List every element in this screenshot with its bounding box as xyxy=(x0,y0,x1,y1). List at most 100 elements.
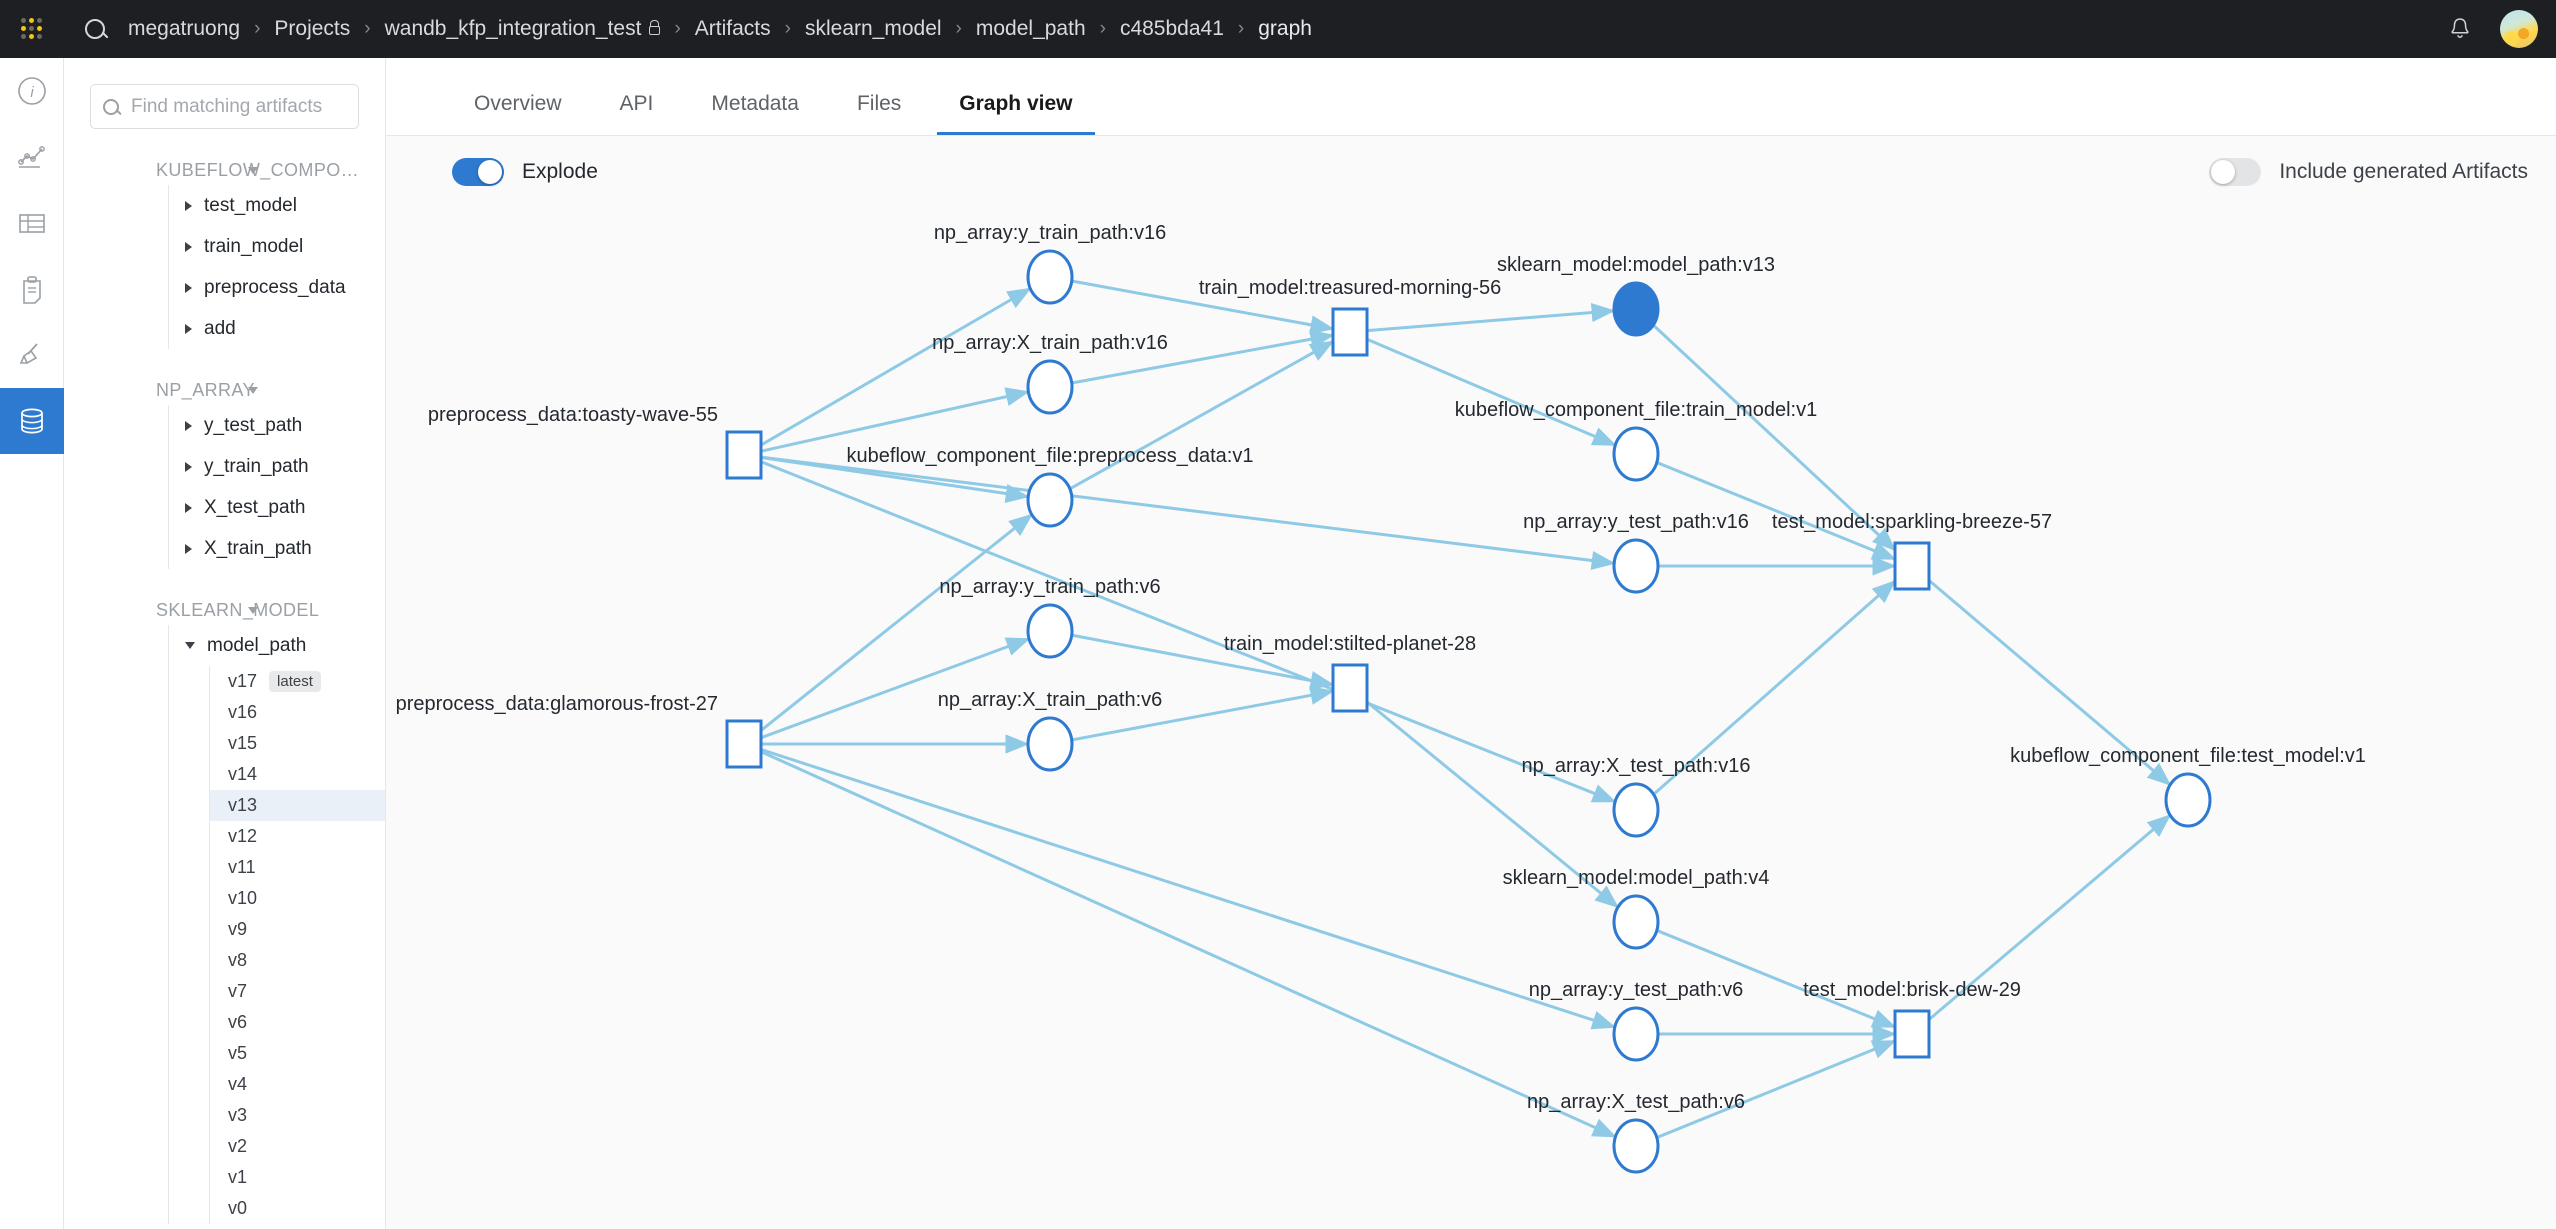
artifact-node-shape[interactable] xyxy=(1026,249,1074,305)
version-item-v0[interactable]: v0 xyxy=(210,1193,385,1224)
artifact-node-shape[interactable] xyxy=(1612,894,1660,950)
artifact-search[interactable] xyxy=(90,84,359,129)
run-node-shape[interactable] xyxy=(725,430,763,480)
version-item-v16[interactable]: v16 xyxy=(210,697,385,728)
artifact-group-header[interactable]: NP_ARRAY xyxy=(156,375,385,405)
rail-table-icon[interactable] xyxy=(0,190,64,256)
version-item-v3[interactable]: v3 xyxy=(210,1100,385,1131)
graph-node[interactable]: np_array:y_train_path:v6 xyxy=(939,576,1161,659)
run-node-shape[interactable] xyxy=(1331,307,1369,357)
search-input[interactable] xyxy=(131,95,346,118)
graph-node[interactable]: train_model:stilted-planet-28 xyxy=(1224,633,1476,713)
tree-item-label: model_path xyxy=(207,634,307,656)
version-item-v9[interactable]: v9 xyxy=(210,914,385,945)
graph-node[interactable]: sklearn_model:model_path:v4 xyxy=(1503,867,1770,950)
rail-broom-icon[interactable] xyxy=(0,322,64,388)
graph-node[interactable]: np_array:X_train_path:v16 xyxy=(932,332,1168,415)
tab-files[interactable]: Files xyxy=(856,92,902,115)
graph-node[interactable]: np_array:y_test_path:v16 xyxy=(1523,511,1749,594)
artifact-node-shape[interactable] xyxy=(1612,1118,1660,1174)
artifact-node-shape[interactable] xyxy=(1612,281,1660,337)
app-grid-icon[interactable] xyxy=(0,18,64,40)
version-item-v1[interactable]: v1 xyxy=(210,1162,385,1193)
version-item-v14[interactable]: v14 xyxy=(210,759,385,790)
artifact-group-header[interactable]: KUBEFLOW_COMPONENT... xyxy=(156,155,385,185)
version-item-v6[interactable]: v6 xyxy=(210,1007,385,1038)
graph-node[interactable]: np_array:y_train_path:v16 xyxy=(934,222,1166,305)
include-generated-toggle[interactable] xyxy=(2209,158,2262,186)
explode-toggle[interactable] xyxy=(452,158,504,186)
rail-clipboard-icon[interactable] xyxy=(0,256,64,322)
version-item-v5[interactable]: v5 xyxy=(210,1038,385,1069)
breadcrumb-item-model-path[interactable]: model_path xyxy=(975,17,1086,40)
graph-node[interactable]: train_model:treasured-morning-56 xyxy=(1199,277,1501,357)
graph-node[interactable]: preprocess_data:toasty-wave-55 xyxy=(428,404,763,480)
run-node-shape[interactable] xyxy=(725,719,763,769)
version-item-v13[interactable]: v13 xyxy=(210,790,385,821)
search-icon[interactable] xyxy=(64,19,126,39)
breadcrumb-separator: › xyxy=(784,18,791,39)
tree-item-y_test_path[interactable]: y_test_path xyxy=(169,405,385,446)
breadcrumb-item-wandb-kfp-integration-test[interactable]: wandb_kfp_integration_test xyxy=(383,17,663,41)
tree-item-y_train_path[interactable]: y_train_path xyxy=(169,446,385,487)
tree-item-X_train_path[interactable]: X_train_path xyxy=(169,528,385,569)
version-item-v4[interactable]: v4 xyxy=(210,1069,385,1100)
graph-node[interactable]: preprocess_data:glamorous-frost-27 xyxy=(396,693,763,769)
graph-node[interactable]: np_array:X_test_path:v16 xyxy=(1521,755,1751,838)
tab-overview[interactable]: Overview xyxy=(474,92,562,115)
artifact-node-shape[interactable] xyxy=(1026,359,1074,415)
graph-node[interactable]: test_model:brisk-dew-29 xyxy=(1803,979,2021,1059)
artifact-node-shape[interactable] xyxy=(1026,716,1074,772)
graph-node[interactable]: np_array:y_test_path:v6 xyxy=(1529,979,1744,1062)
version-item-v10[interactable]: v10 xyxy=(210,883,385,914)
artifact-node-shape[interactable] xyxy=(1612,538,1660,594)
artifact-group-header[interactable]: SKLEARN_MODEL xyxy=(156,595,385,625)
graph-node[interactable]: np_array:X_test_path:v6 xyxy=(1527,1091,1745,1174)
graph-node[interactable]: kubeflow_component_file:preprocess_data:… xyxy=(847,445,1254,528)
artifact-node-shape[interactable] xyxy=(2164,772,2212,828)
graph-node[interactable]: kubeflow_component_file:train_model:v1 xyxy=(1455,399,1817,482)
artifact-node-shape[interactable] xyxy=(1026,603,1074,659)
breadcrumb-item-projects[interactable]: Projects xyxy=(274,17,351,40)
artifact-group-title: SKLEARN_MODEL xyxy=(156,599,320,620)
artifact-graph[interactable]: preprocess_data:toasty-wave-55 np_array:y… xyxy=(386,208,2556,1229)
rail-database-icon[interactable] xyxy=(0,388,64,454)
breadcrumb-item-sklearn-model[interactable]: sklearn_model xyxy=(804,17,942,40)
artifact-node-shape[interactable] xyxy=(1612,782,1660,838)
graph-node[interactable]: kubeflow_component_file:test_model:v1 xyxy=(2010,745,2366,828)
tree-item-train_model[interactable]: train_model xyxy=(169,226,385,267)
graph-node[interactable]: sklearn_model:model_path:v13 xyxy=(1497,254,1775,337)
tree-item-preprocess_data[interactable]: preprocess_data xyxy=(169,267,385,308)
breadcrumb-item-artifacts[interactable]: Artifacts xyxy=(694,17,771,40)
tree-item-test_model[interactable]: test_model xyxy=(169,185,385,226)
artifact-node-shape[interactable] xyxy=(1612,426,1660,482)
tree-item-add[interactable]: add xyxy=(169,308,385,349)
artifact-node-shape[interactable] xyxy=(1026,472,1074,528)
rail-info-icon[interactable]: i xyxy=(0,58,64,124)
breadcrumb-item-c485bda41[interactable]: c485bda41 xyxy=(1119,17,1224,40)
graph-node[interactable]: test_model:sparkling-breeze-57 xyxy=(1772,511,2052,591)
version-item-v11[interactable]: v11 xyxy=(210,852,385,883)
tree-item-X_test_path[interactable]: X_test_path xyxy=(169,487,385,528)
version-item-v8[interactable]: v8 xyxy=(210,945,385,976)
breadcrumb-item-graph[interactable]: graph xyxy=(1258,17,1312,40)
run-node-shape[interactable] xyxy=(1331,663,1369,713)
avatar[interactable] xyxy=(2500,10,2538,48)
chevron-right-icon xyxy=(185,200,192,211)
rail-chart-line-icon[interactable] xyxy=(0,124,64,190)
bell-icon[interactable] xyxy=(2448,16,2472,42)
tree-item-model_path[interactable]: model_path xyxy=(169,625,385,666)
tab-metadata[interactable]: Metadata xyxy=(711,92,799,115)
version-item-v12[interactable]: v12 xyxy=(210,821,385,852)
run-node-shape[interactable] xyxy=(1893,1009,1931,1059)
breadcrumb-item-megatruong[interactable]: megatruong xyxy=(128,17,241,40)
run-node-shape[interactable] xyxy=(1893,541,1931,591)
graph-node[interactable]: np_array:X_train_path:v6 xyxy=(938,689,1163,772)
version-item-v15[interactable]: v15 xyxy=(210,728,385,759)
version-item-v2[interactable]: v2 xyxy=(210,1131,385,1162)
artifact-node-shape[interactable] xyxy=(1612,1006,1660,1062)
version-item-v7[interactable]: v7 xyxy=(210,976,385,1007)
tab-api[interactable]: API xyxy=(619,92,654,115)
tab-graph-view[interactable]: Graph view xyxy=(937,92,1095,135)
